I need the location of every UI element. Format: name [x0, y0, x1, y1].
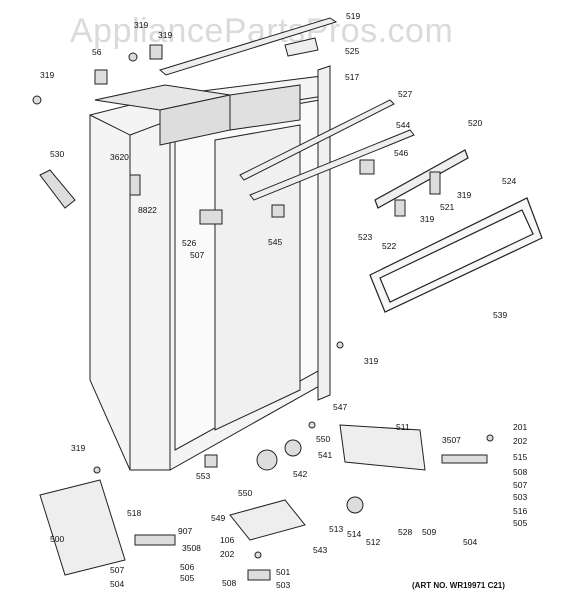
- label-514: 514: [347, 529, 361, 539]
- label-542: 542: [293, 469, 307, 479]
- art-number: (ART NO. WR19971 C21): [412, 581, 505, 590]
- label-507: 507: [110, 565, 124, 575]
- label-507: 507: [190, 250, 204, 260]
- base-panel: [39, 424, 426, 576]
- label-513: 513: [329, 524, 343, 534]
- shelf-rails: [239, 99, 415, 201]
- label-319: 319: [158, 30, 172, 40]
- label-3507: 3507: [442, 435, 461, 445]
- label-319: 319: [420, 214, 434, 224]
- label-202: 202: [220, 549, 234, 559]
- label-516: 516: [513, 506, 527, 516]
- label-56: 56: [92, 47, 102, 57]
- label-521: 521: [440, 202, 454, 212]
- label-515: 515: [513, 452, 527, 462]
- label-319: 319: [457, 190, 471, 200]
- label-549: 549: [211, 513, 225, 523]
- label-553: 553: [196, 471, 210, 481]
- small-parts: [32, 44, 494, 581]
- label-539: 539: [493, 310, 507, 320]
- label-201: 201: [513, 422, 527, 432]
- label-511: 511: [396, 422, 410, 432]
- label-319: 319: [71, 443, 85, 453]
- label-504: 504: [463, 537, 477, 547]
- label-543: 543: [313, 545, 327, 555]
- label-8822: 8822: [138, 205, 157, 215]
- label-3508: 3508: [182, 543, 201, 553]
- label-319: 319: [40, 70, 54, 80]
- label-525: 525: [345, 46, 359, 56]
- label-508: 508: [513, 467, 527, 477]
- label-907: 907: [178, 526, 192, 536]
- label-319: 319: [364, 356, 378, 366]
- label-505: 505: [513, 518, 527, 528]
- label-506: 506: [180, 562, 194, 572]
- label-512: 512: [366, 537, 380, 547]
- label-550: 550: [316, 434, 330, 444]
- label-522: 522: [382, 241, 396, 251]
- label-520: 520: [468, 118, 482, 128]
- label-507: 507: [513, 480, 527, 490]
- label-501: 501: [276, 567, 290, 577]
- label-550: 550: [238, 488, 252, 498]
- label-3620: 3620: [110, 152, 129, 162]
- label-509: 509: [422, 527, 436, 537]
- label-504: 504: [110, 579, 124, 589]
- label-505: 505: [180, 573, 194, 583]
- label-530: 530: [50, 149, 64, 159]
- label-527: 527: [398, 89, 412, 99]
- door-panel: [369, 149, 543, 313]
- top-trim: [158, 17, 338, 76]
- label-503: 503: [513, 492, 527, 502]
- label-528: 528: [398, 527, 412, 537]
- cabinet-case: [89, 74, 331, 471]
- label-541: 541: [318, 450, 332, 460]
- label-524: 524: [502, 176, 516, 186]
- label-500: 500: [50, 534, 64, 544]
- label-202: 202: [513, 436, 527, 446]
- label-544: 544: [396, 120, 410, 130]
- part-labels: 319 56 319 319 519 525 517 527 544 520 5…: [40, 11, 527, 590]
- label-547: 547: [333, 402, 347, 412]
- label-517: 517: [345, 72, 359, 82]
- right-side-panel: [317, 65, 331, 401]
- label-546: 546: [394, 148, 408, 158]
- label-518: 518: [127, 508, 141, 518]
- label-519: 519: [346, 11, 360, 21]
- label-545: 545: [268, 237, 282, 247]
- label-508: 508: [222, 578, 236, 588]
- label-503: 503: [276, 580, 290, 590]
- label-523: 523: [358, 232, 372, 242]
- label-319: 319: [134, 20, 148, 30]
- label-106: 106: [220, 535, 234, 545]
- label-526: 526: [182, 238, 196, 248]
